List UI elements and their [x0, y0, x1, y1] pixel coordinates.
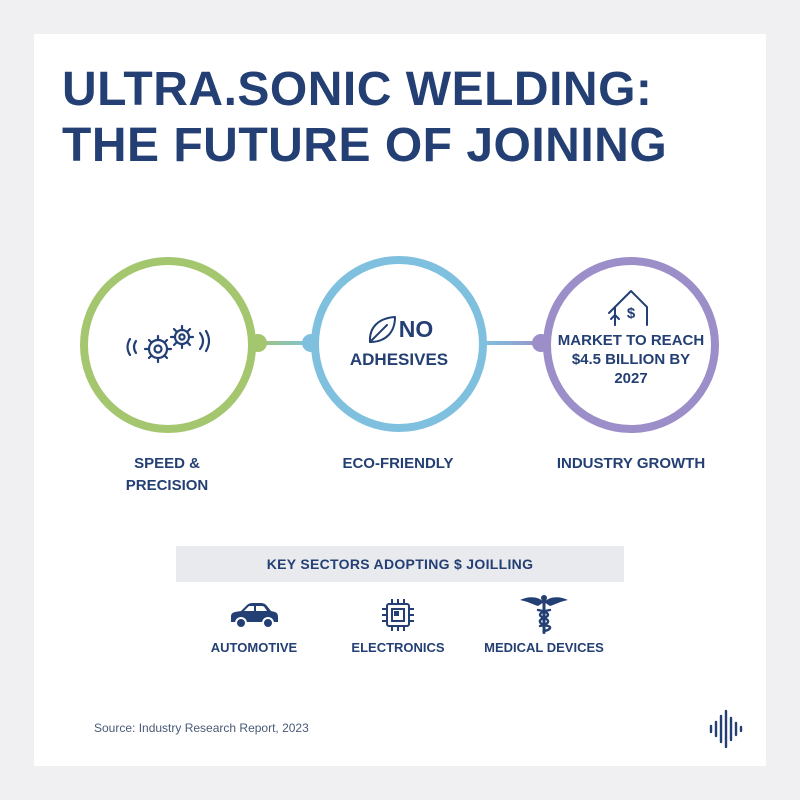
caption-eco-friendly: ECO-FRIENDLY — [342, 455, 454, 472]
sector-label-automotive: AUTOMOTIVE — [210, 640, 298, 655]
no-label: NO — [398, 316, 434, 342]
soundwave-logo-icon — [709, 709, 743, 749]
key-sectors-banner: KEY SECTORS ADOPTING $ JOILLING — [176, 546, 624, 582]
connector-blue-purple — [484, 341, 548, 345]
house-dollar-icon: $ — [608, 290, 648, 326]
sector-medical-devices: MEDICAL DEVICES — [474, 594, 614, 655]
svg-text:$: $ — [627, 305, 636, 322]
circle-speed-precision — [80, 257, 256, 433]
title-line-2: THE FUTURE OF JOINING — [62, 119, 668, 172]
chip-icon — [382, 599, 414, 631]
title-line-1: ULTRA.SONIC WELDING: — [62, 63, 653, 116]
page-title: ULTRA.SONIC WELDING: THE FUTURE OF JOINI… — [62, 62, 667, 174]
sector-label-medical-devices: MEDICAL DEVICES — [484, 640, 604, 655]
sector-automotive: AUTOMOTIVE — [184, 594, 324, 655]
caption-industry-growth: INDUSTRY GROWTH — [556, 455, 706, 472]
caption-speed-precision: SPEED & PRECISION — [125, 455, 209, 494]
sector-electronics: ELECTRONICS — [328, 594, 468, 655]
connector-green-blue — [250, 341, 316, 345]
circle-no-adhesives: NO ADHESIVES — [311, 256, 487, 432]
market-line-3: 2027 — [614, 370, 648, 387]
sector-label-electronics: ELECTRONICS — [351, 640, 445, 655]
car-icon — [231, 603, 278, 629]
leaf-icon — [368, 315, 396, 343]
caduceus-icon — [520, 595, 568, 634]
market-line-1: MARKET TO REACH — [557, 332, 705, 349]
source-citation: Source: Industry Research Report, 2023 — [94, 721, 309, 735]
circle-market-growth: $ MARKET TO REACH $4.5 BILLION BY 2027 — [543, 257, 719, 433]
market-line-2: $4.5 BILLION BY — [571, 351, 691, 368]
adhesives-label: ADHESIVES — [349, 349, 449, 369]
gears-waves-icon — [126, 324, 211, 364]
